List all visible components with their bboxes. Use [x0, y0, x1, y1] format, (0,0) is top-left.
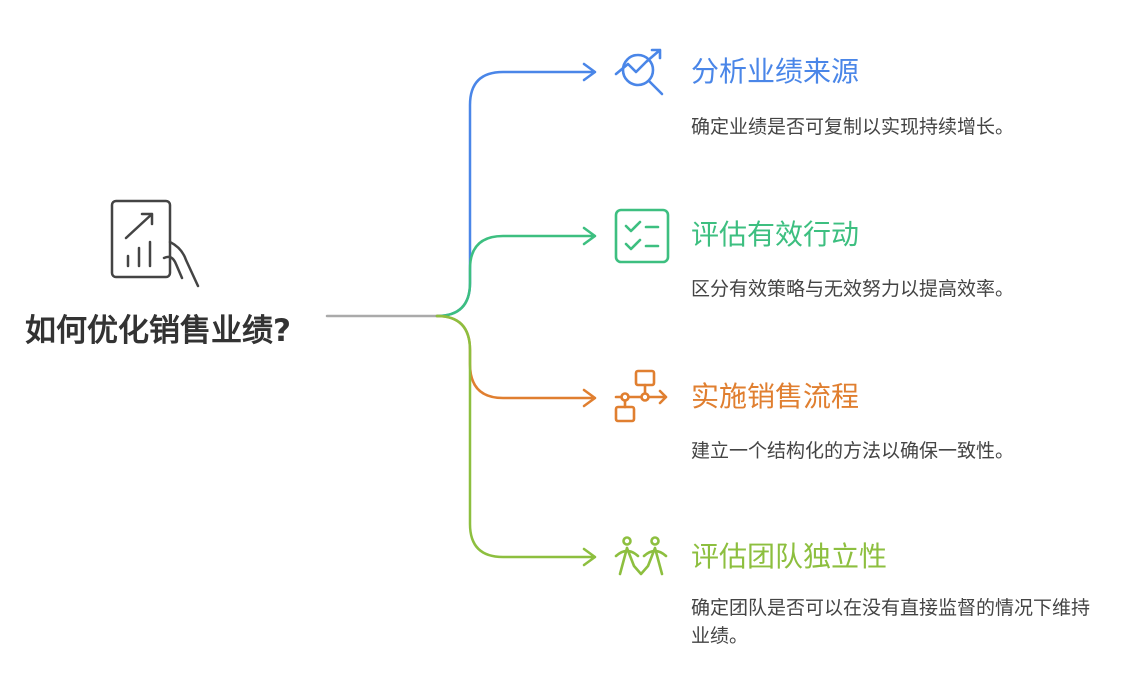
team-people-icon [614, 536, 668, 576]
branch-title-3: 实施销售流程 [691, 380, 860, 413]
branch-line-4 [435, 314, 597, 567]
branch-title-1: 分析业绩来源 [691, 55, 860, 88]
branch-description-3: 建立一个结构化的方法以确保一致性。 [691, 440, 1015, 462]
tablet-growth-icon [110, 199, 200, 288]
branch-description-4: 确定团队是否可以在没有直接监督的情况下维持业绩。 [691, 597, 1091, 647]
chart-magnifier-icon [614, 48, 664, 96]
branch-description-2: 区分有效策略与无效努力以提高效率。 [691, 278, 1015, 300]
branch-line-3 [435, 314, 597, 408]
branch-title-2: 评估有效行动 [691, 218, 860, 251]
central-topic: 如何优化销售业绩? [25, 313, 291, 349]
flowchart-icon [614, 369, 668, 423]
branch-line-2 [435, 226, 597, 318]
branch-line-1 [435, 62, 597, 318]
branch-title-4: 评估团队独立性 [691, 540, 888, 573]
checklist-icon [614, 208, 670, 264]
branch-description-1: 确定业绩是否可复制以实现持续增长。 [691, 116, 1015, 138]
